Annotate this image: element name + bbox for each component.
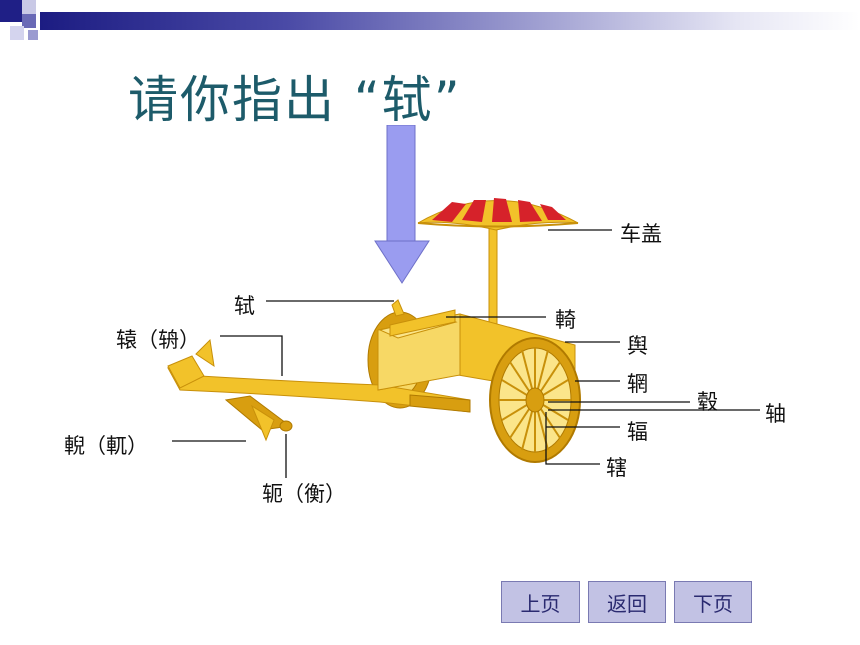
top-decoration <box>0 0 860 46</box>
label-fu: 辐 <box>627 420 648 444</box>
deco-square <box>0 0 22 22</box>
shaft-tip <box>167 355 205 389</box>
deco-square <box>22 14 36 28</box>
label-zhou: 轴 <box>765 402 786 426</box>
label-wang: 辋 <box>627 372 648 396</box>
chariot-diagram <box>167 198 760 478</box>
slide-title: 请你指出 “轼” <box>128 71 462 129</box>
deco-square <box>28 30 38 40</box>
front-wheel <box>489 337 581 463</box>
label-shi: 轼 <box>234 294 255 318</box>
label-yu: 舆 <box>627 334 648 358</box>
label-xia: 辖 <box>606 456 627 480</box>
label-yuan: 辕（辀） <box>116 328 200 352</box>
back-button[interactable]: 返回 <box>588 581 666 623</box>
label-chegai: 车盖 <box>620 222 662 246</box>
label-yi: 輢 <box>555 308 576 332</box>
deco-square <box>22 0 36 14</box>
label-gu: 毂 <box>697 390 718 414</box>
next-page-button[interactable]: 下页 <box>674 581 752 623</box>
leader-lines <box>172 229 760 478</box>
label-ni: 輗（軏） <box>64 434 148 458</box>
prev-page-button[interactable]: 上页 <box>501 581 580 623</box>
deco-square <box>10 26 24 40</box>
label-e: 轭（衡） <box>262 482 346 506</box>
yoke-piece <box>195 338 293 442</box>
gradient-band <box>40 12 860 30</box>
pointer-arrow-icon <box>374 125 430 284</box>
chariot-canopy <box>417 198 579 231</box>
